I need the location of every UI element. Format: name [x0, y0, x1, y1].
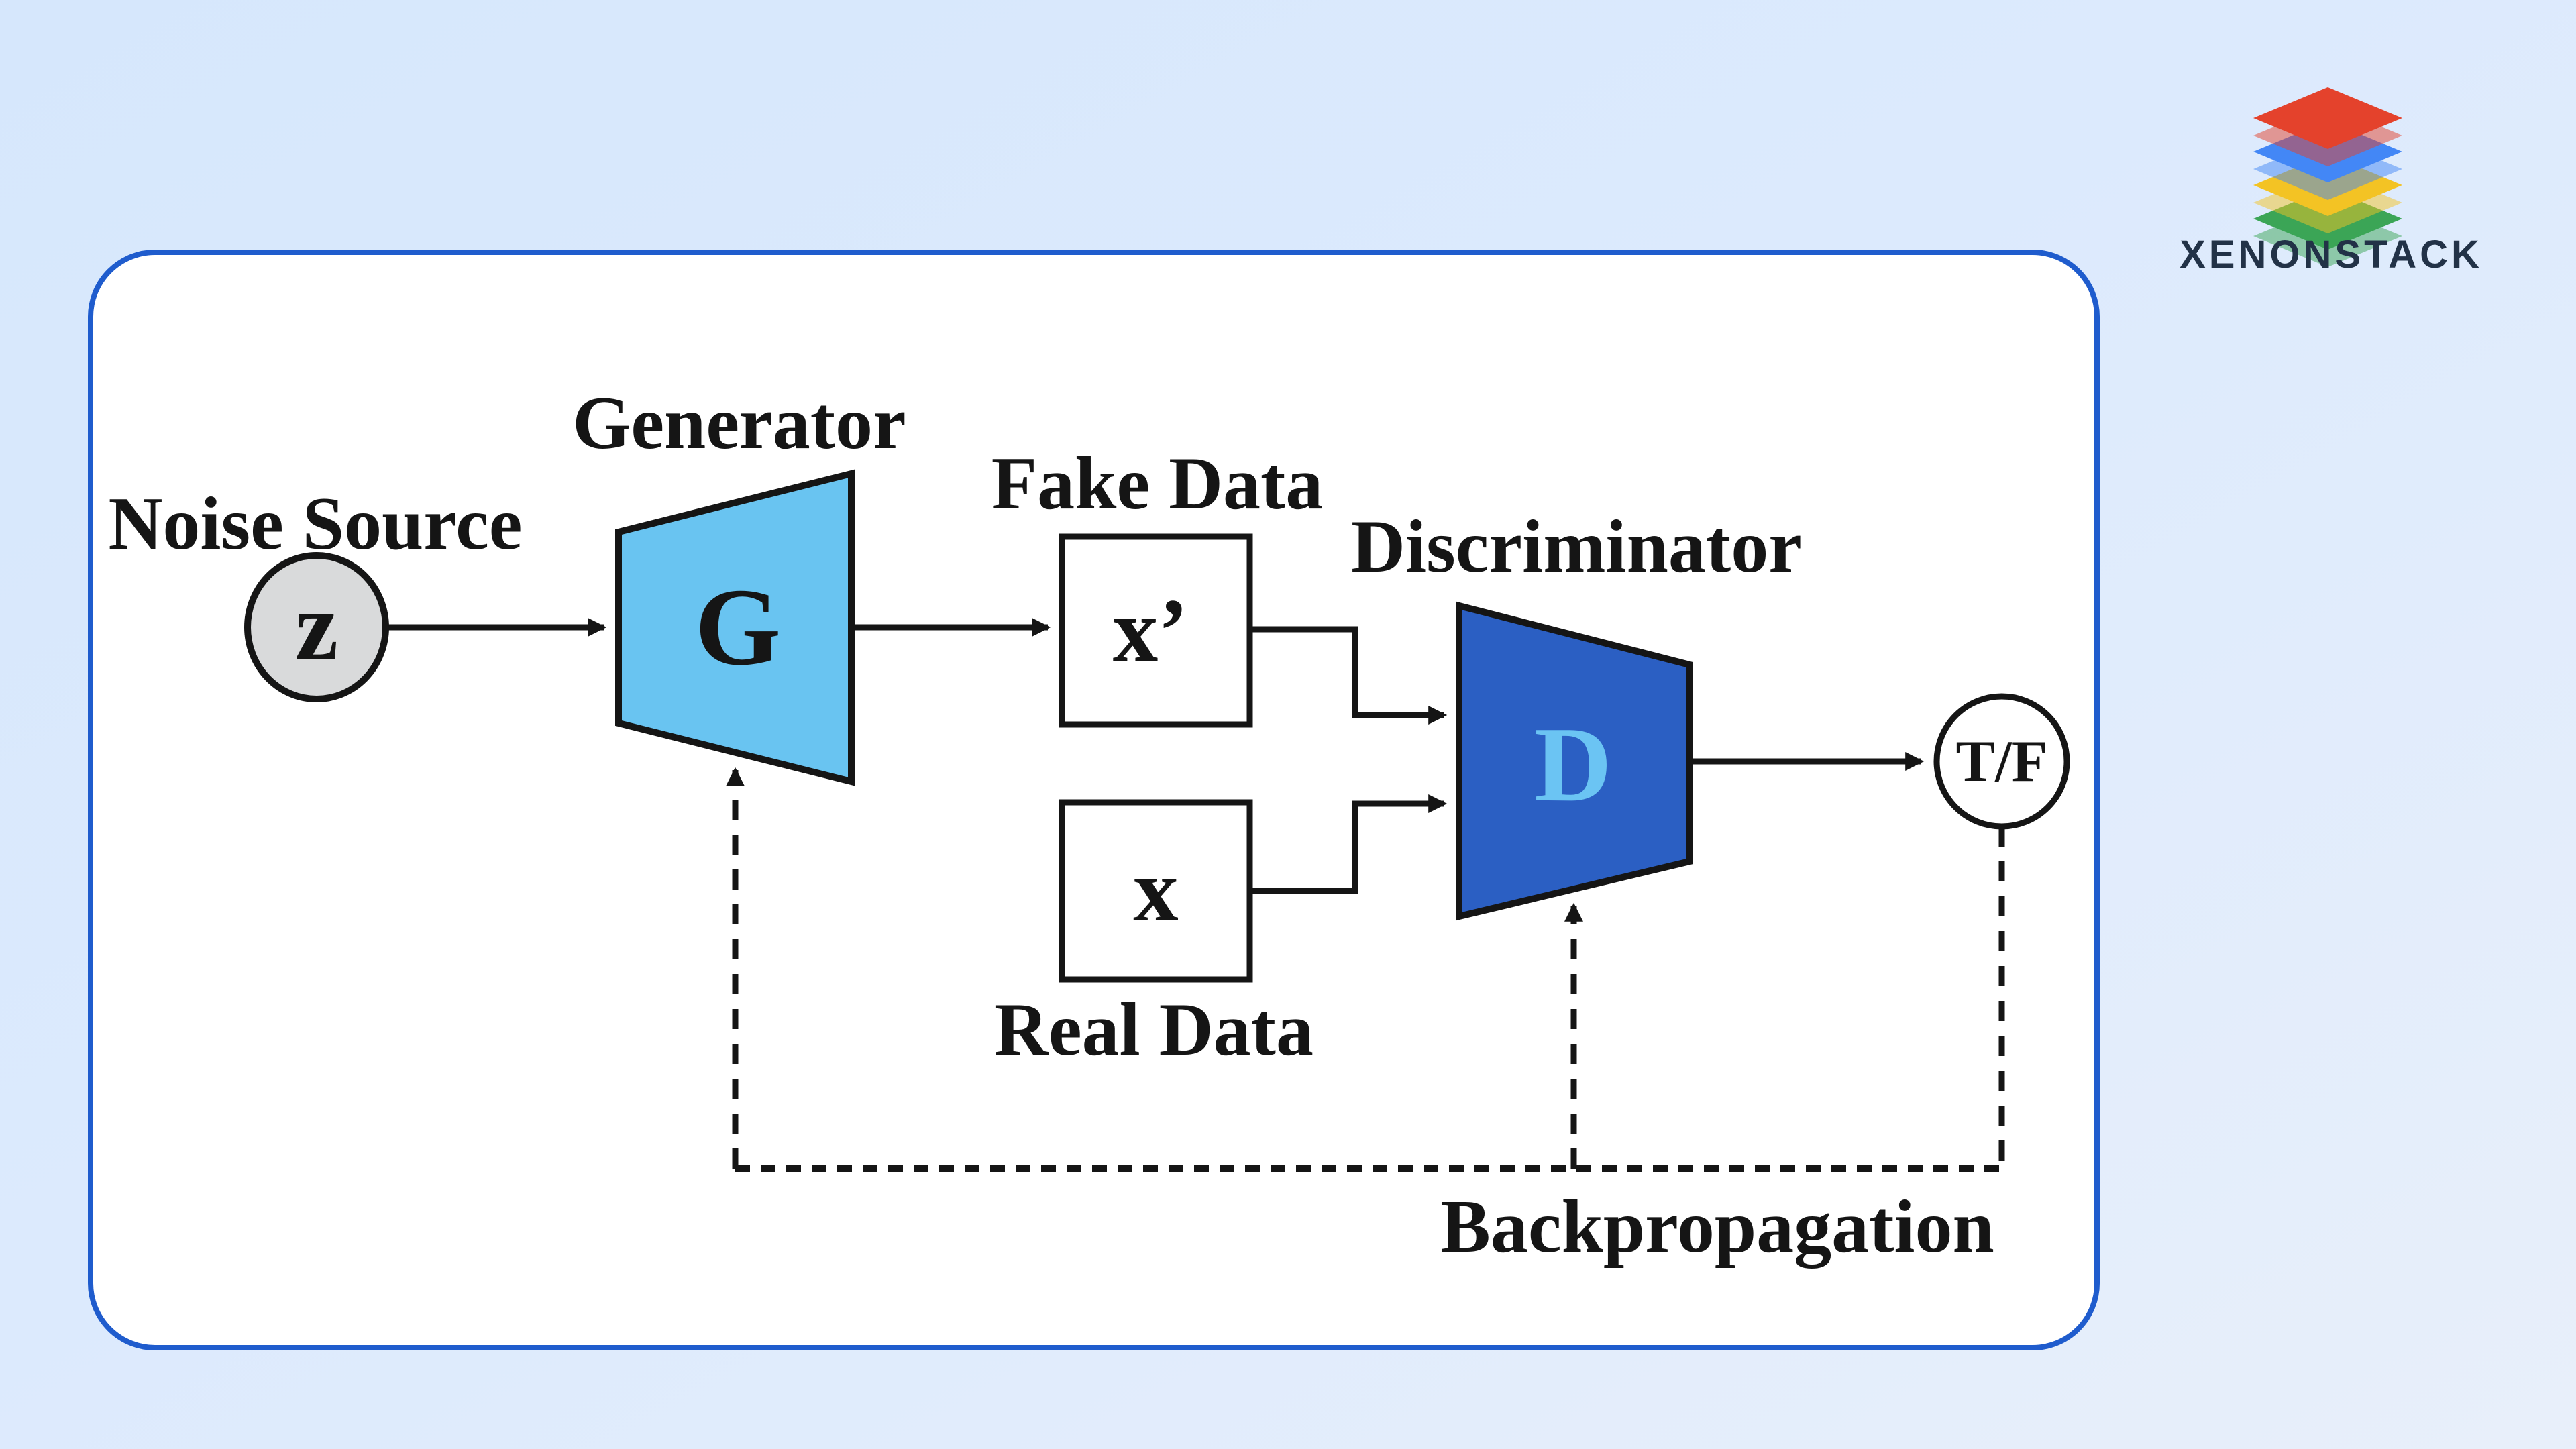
backpropagation-path [726, 767, 2005, 1172]
x-letter: x [1133, 841, 1179, 941]
fake-data-label: Fake Data [991, 442, 1324, 525]
discriminator-label: Discriminator [1351, 505, 1802, 588]
true-false-label: T/F [1956, 729, 2048, 794]
diagram-labels: Noise Source z Generator G Fake Data x’ … [109, 382, 2048, 1269]
connector-real-data-to-discriminator [1250, 794, 1448, 894]
logo-layer-red [2253, 87, 2402, 166]
d-letter: D [1534, 704, 1612, 824]
xenonstack-logo-mark [2253, 87, 2402, 267]
generator-label: Generator [572, 382, 906, 465]
discriminator-trapezoid [1456, 601, 1693, 921]
noise-source-label: Noise Source [109, 482, 523, 566]
generator-trapezoid [615, 469, 855, 786]
xenonstack-logo: XENONSTACK [2167, 34, 2496, 288]
true-false-node [1933, 693, 2070, 830]
x-prime-letter: x’ [1113, 581, 1188, 681]
g-letter: G [695, 566, 781, 688]
fake-data-box [1059, 533, 1253, 728]
z-letter: z [295, 573, 338, 680]
diagram-nodes [244, 469, 2070, 983]
noise-source-node [244, 552, 389, 702]
solid-connectors [386, 618, 1925, 894]
real-data-label: Real Data [994, 988, 1313, 1071]
xenonstack-wordmark: XENONSTACK [2180, 233, 2483, 276]
backpropagation-label: Backpropagation [1440, 1185, 1994, 1269]
real-data-box [1059, 799, 1253, 983]
connector-fake-data-to-discriminator [1250, 626, 1448, 724]
